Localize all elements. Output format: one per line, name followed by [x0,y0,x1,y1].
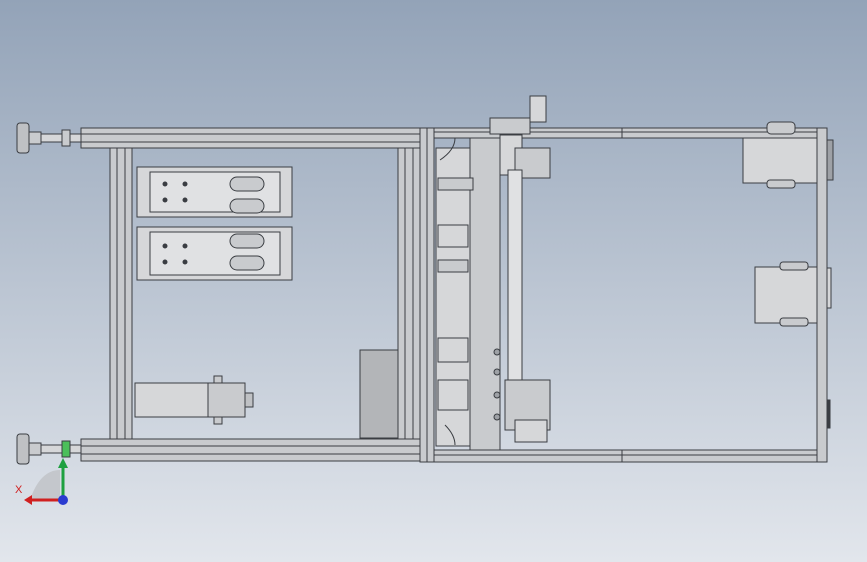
bottom-rail-left [80,438,428,462]
pneumatic-cylinder-left[interactable] [134,375,254,425]
motor-block-lower[interactable] [754,261,818,327]
mounting-plate-upper[interactable] [136,166,293,218]
central-mechanism[interactable] [435,95,551,451]
motor-block-upper[interactable] [742,121,818,189]
coordinate-triad-icon [24,458,68,505]
top-rail-left [80,127,428,149]
leveling-foot-bottom[interactable] [16,433,82,465]
frame [80,127,834,463]
right-end-plate [816,127,828,463]
triad-x-label: X [15,484,23,496]
mounting-plate-lower[interactable] [136,226,293,281]
leveling-foot-top[interactable] [16,122,82,154]
bottom-rail-right [426,449,828,463]
gray-block-middle [359,349,399,439]
left-post [109,147,133,440]
middle-post [397,147,421,440]
